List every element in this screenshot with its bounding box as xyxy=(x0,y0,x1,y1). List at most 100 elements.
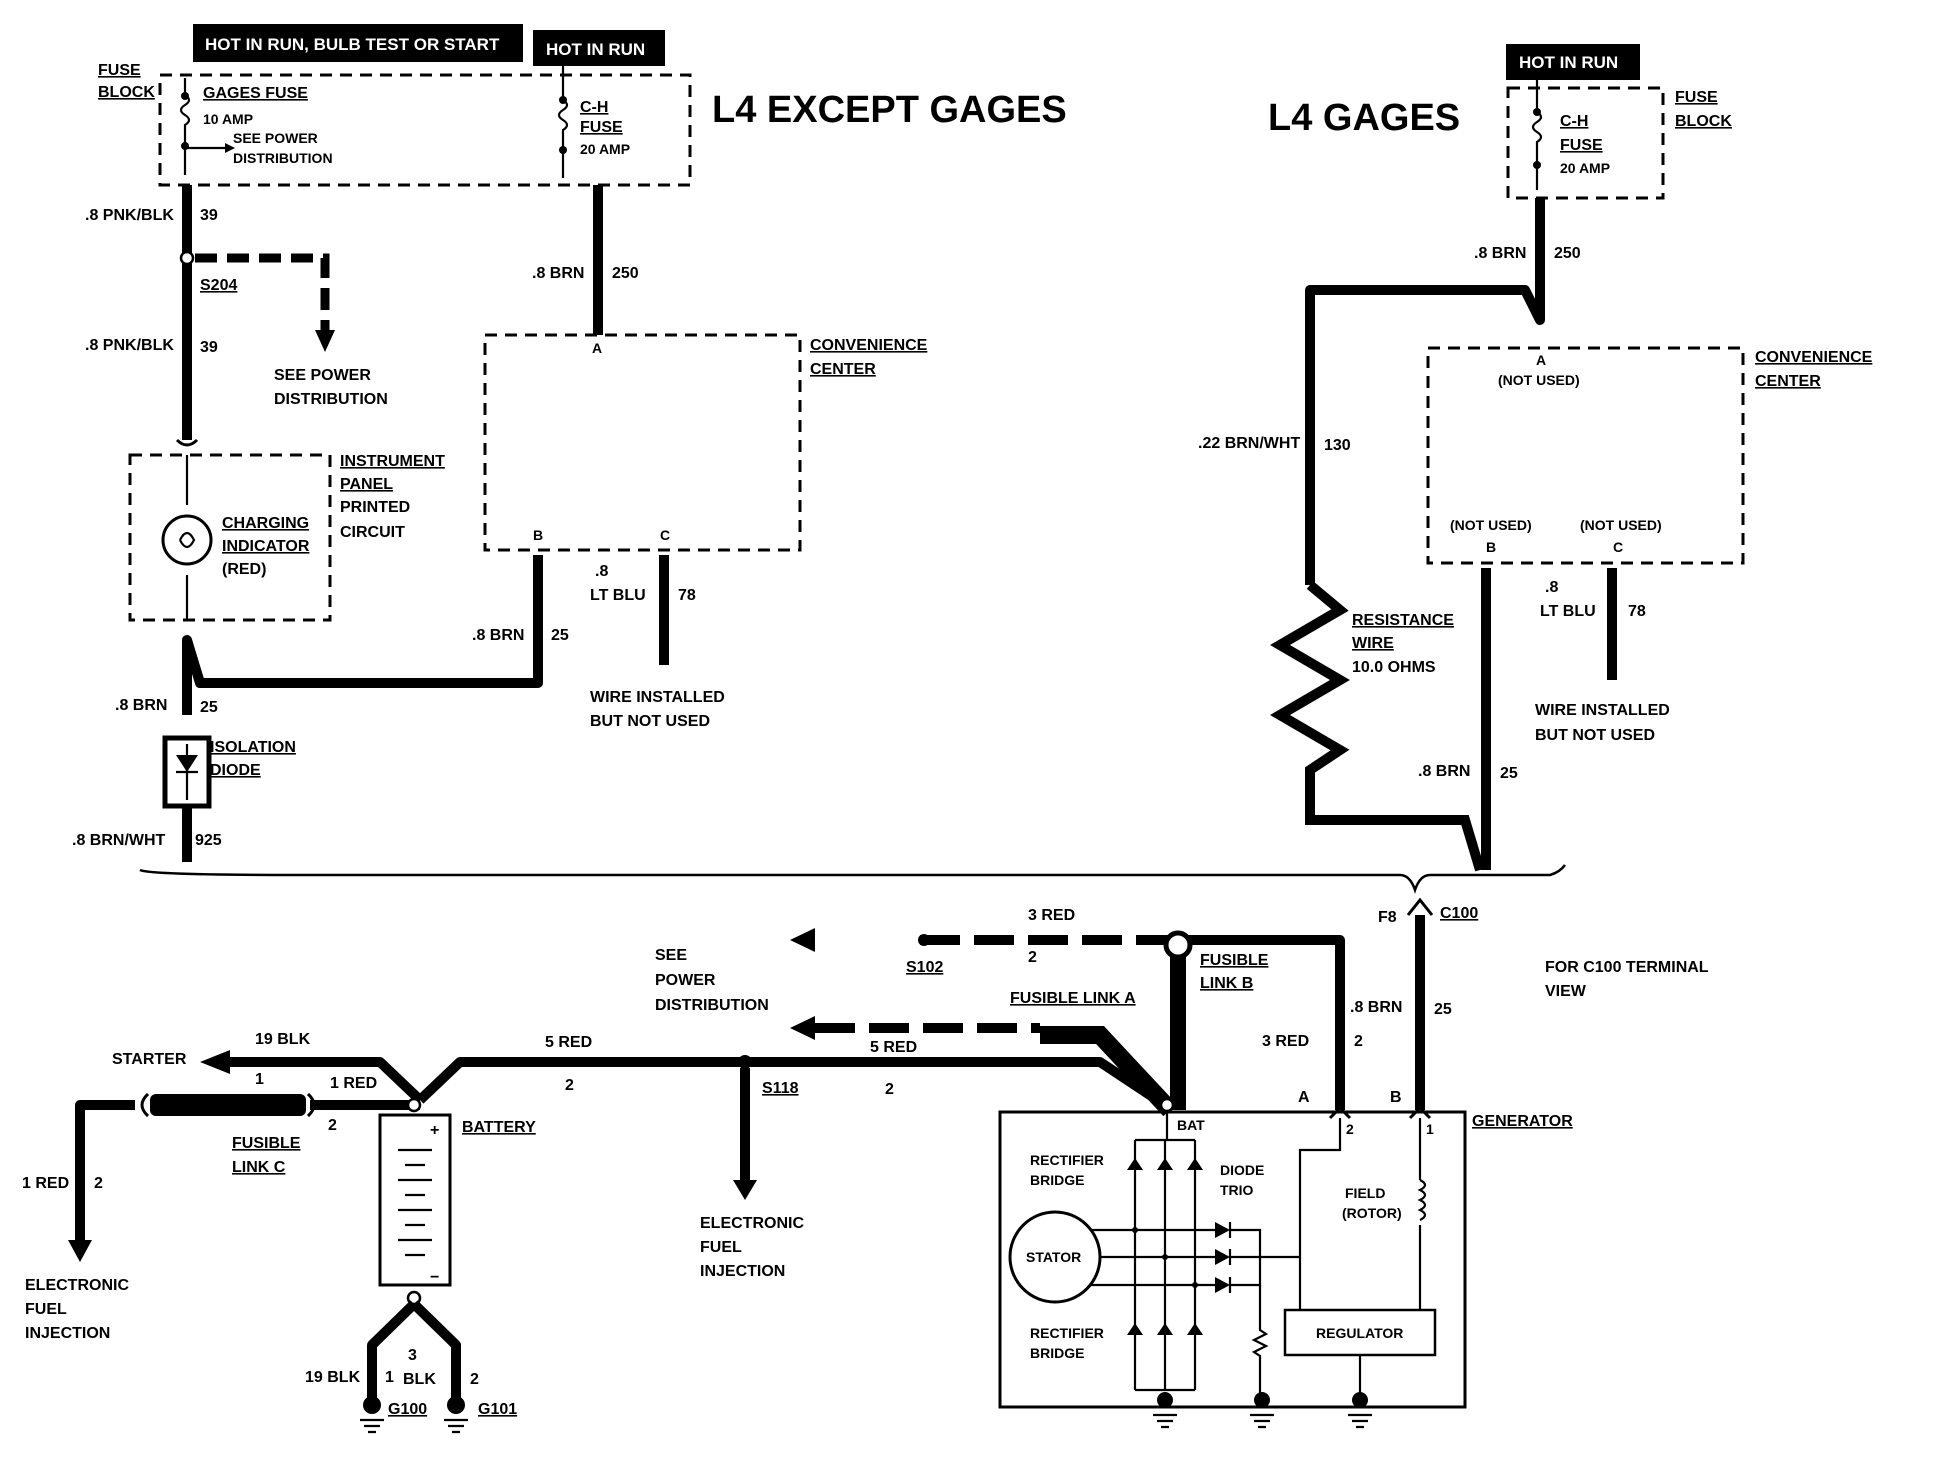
conv-right-label-2: CENTER xyxy=(1755,373,1821,390)
ground-g100 xyxy=(363,1396,381,1414)
resistance-wire xyxy=(1270,581,1485,872)
wire-3-blk-label: BLK xyxy=(403,1371,436,1388)
ch-fuse-right-symbol xyxy=(1531,80,1543,190)
regulator-label: REGULATOR xyxy=(1316,1325,1403,1341)
field-coil xyxy=(1417,1179,1427,1221)
wire-78-left-label-1: .8 xyxy=(595,563,608,580)
wire-39-see-power xyxy=(195,253,330,330)
splice-s204 xyxy=(179,250,195,266)
see-power-1: SEE POWER xyxy=(233,130,318,146)
convenience-center-left xyxy=(483,333,802,552)
c100-view-2: VIEW xyxy=(1545,983,1587,1000)
fuse-block-right-label-1: FUSE xyxy=(1675,89,1718,106)
charging-indicator-label-1: CHARGING xyxy=(222,515,309,532)
connector-c100-brace xyxy=(139,864,1567,894)
starter-label: STARTER xyxy=(112,1051,187,1068)
instrument-panel-label-1: INSTRUMENT xyxy=(340,453,445,470)
splice-s102-label: S102 xyxy=(906,959,943,976)
conv-right-not-used-b: (NOT USED) xyxy=(1450,517,1532,533)
wire-5-red-b-label: 5 RED xyxy=(870,1039,917,1056)
ch-fuse-left-symbol xyxy=(557,65,569,178)
wire-3-red-b-num: 2 xyxy=(1354,1033,1363,1050)
unused-right-2: BUT NOT USED xyxy=(1535,727,1655,744)
wire-78-right-label-2: LT BLU xyxy=(1540,603,1596,620)
unused-left-1: WIRE INSTALLED xyxy=(590,689,725,706)
wire-1-red-efi xyxy=(75,1100,135,1240)
ch-fuse-left-label-1: C-H xyxy=(580,99,608,116)
wire-25b-num: 25 xyxy=(551,627,569,644)
wire-78-right-num: 78 xyxy=(1628,603,1646,620)
gages-fuse-label: GAGES FUSE xyxy=(203,85,308,102)
wire-25a-label: .8 BRN xyxy=(115,697,167,714)
fusible-link-b-label-1: FUSIBLE xyxy=(1200,952,1269,969)
wire-39a-num: 39 xyxy=(200,207,218,224)
diode-trio-2: TRIO xyxy=(1220,1182,1254,1198)
rectifier-bridge xyxy=(1127,1138,1203,1392)
wire-5-red-a-label: 5 RED xyxy=(545,1034,592,1051)
conv-right-not-used-c: (NOT USED) xyxy=(1580,517,1662,533)
efi-mid-3: INJECTION xyxy=(700,1263,785,1280)
ch-fuse-right-amp: 20 AMP xyxy=(1560,160,1610,176)
splice-s118-label: S118 xyxy=(762,1080,799,1097)
resistance-label-2: WIRE xyxy=(1352,635,1394,652)
efi-mid-2: FUEL xyxy=(700,1239,742,1256)
rectifier-top-2: BRIDGE xyxy=(1030,1172,1084,1188)
instrument-panel-label-3: PRINTED xyxy=(340,499,410,516)
wire-25-left xyxy=(182,555,543,715)
fusible-link-c-label-2: LINK C xyxy=(232,1159,286,1176)
wire-1-red-label: 1 RED xyxy=(330,1075,377,1092)
wire-25-right-num: 25 xyxy=(1500,765,1518,782)
wire-1-red-num: 2 xyxy=(328,1117,337,1134)
conv-left-pin-a: A xyxy=(592,340,602,356)
wire-25b-label: .8 BRN xyxy=(472,627,524,644)
conv-right-pin-b: B xyxy=(1486,539,1496,555)
fusible-link-b-joint xyxy=(1163,930,1193,960)
c100-label: C100 xyxy=(1440,905,1478,922)
battery-minus-sign: − xyxy=(430,1269,439,1286)
wire-78-left-num: 78 xyxy=(678,587,696,604)
title-l4-except-gages: L4 EXCEPT GAGES xyxy=(712,89,1067,131)
wire-1-red-efi-num: 2 xyxy=(94,1175,103,1192)
resistance-label-1: RESISTANCE xyxy=(1352,612,1454,629)
generator-resistor xyxy=(1251,1285,1269,1395)
wire-250-right-label: .8 BRN xyxy=(1474,245,1526,262)
wire-250-right xyxy=(1305,198,1545,585)
fusible-link-b-label-2: LINK B xyxy=(1200,975,1253,992)
rectifier-top-1: RECTIFIER xyxy=(1030,1152,1104,1168)
fuse-block-right xyxy=(1506,86,1665,200)
isolation-diode-label-2: DIODE xyxy=(210,762,261,779)
wire-19-blk-ground-num: 1 xyxy=(385,1369,394,1386)
wire-78-left-label-2: LT BLU xyxy=(590,587,646,604)
wire-5-red-a-num: 2 xyxy=(565,1077,574,1094)
c100-f8: F8 xyxy=(1378,909,1397,926)
charging-indicator-label-3: (RED) xyxy=(222,561,266,578)
wire-3-red-b-label: 3 RED xyxy=(1262,1033,1309,1050)
instrument-panel-label-2: PANEL xyxy=(340,476,393,493)
ch-fuse-right-label-1: C-H xyxy=(1560,113,1588,130)
fuse-block-left-label-2: BLOCK xyxy=(98,84,155,101)
charging-indicator-bulb xyxy=(161,514,213,566)
conv-right-pin-c: C xyxy=(1613,539,1623,555)
efi-left-3: INJECTION xyxy=(25,1325,110,1342)
wire-25-c100-num: 25 xyxy=(1434,1001,1452,1018)
wire-starter-num: 1 xyxy=(255,1071,264,1088)
stator-leads xyxy=(1090,1228,1215,1287)
conv-right-pin-a: A xyxy=(1536,352,1546,368)
header-hot-in-run-left xyxy=(533,30,665,66)
fusible-link-c xyxy=(150,1094,306,1116)
field-rotor-1: FIELD xyxy=(1345,1185,1385,1201)
ch-fuse-left-amp: 20 AMP xyxy=(580,141,630,157)
wire-3-red-num: 2 xyxy=(1028,949,1037,966)
generator-bat-terminal xyxy=(1159,1097,1175,1113)
see-power-bottom-3: DISTRIBUTION xyxy=(655,997,769,1014)
wire-25a-num: 25 xyxy=(200,699,218,716)
wire-925-num: 925 xyxy=(195,832,222,849)
generator-pin-b: B xyxy=(1390,1089,1402,1106)
ground-g101-label: G101 xyxy=(478,1401,517,1418)
charging-indicator-label-2: INDICATOR xyxy=(222,538,310,555)
wire-925-label: .8 BRN/WHT xyxy=(72,832,166,849)
see-power-bottom-2: POWER xyxy=(655,972,716,989)
efi-mid-1: ELECTRONIC xyxy=(700,1215,804,1232)
